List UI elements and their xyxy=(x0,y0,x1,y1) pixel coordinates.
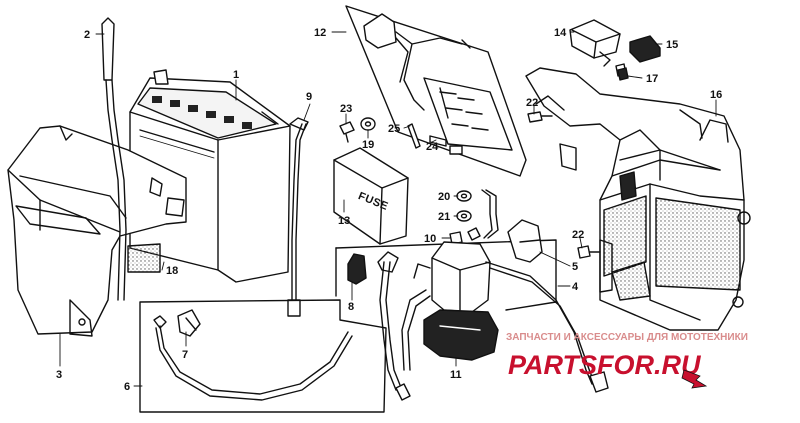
callout-pad: 18 xyxy=(166,265,178,277)
callout-terminal-boot: 8 xyxy=(348,301,354,313)
cable-icon xyxy=(401,261,609,393)
fuse-icon xyxy=(407,123,463,155)
callout-relay-terminal: 10 xyxy=(424,233,436,245)
callout-battery: 1 xyxy=(233,69,239,81)
callout-battery-holder: 3 xyxy=(56,369,62,381)
callout-battery-cable: 6 xyxy=(124,381,130,393)
leader-lines xyxy=(59,31,717,387)
tube-icon xyxy=(101,17,127,301)
watermark-logo: PARTSFOR.RU xyxy=(508,350,702,380)
callouts: 1 2 3 4 5 6 7 8 9 10 11 12 13 14 15 16 1… xyxy=(56,27,722,393)
callout-screw: 23 xyxy=(340,103,352,115)
callout-washer-small: 21 xyxy=(438,211,450,223)
cover-icon xyxy=(507,219,543,263)
callout-clip: 17 xyxy=(646,73,658,85)
nut-icon xyxy=(456,190,472,202)
pad-icon xyxy=(127,243,161,273)
washer-icon xyxy=(360,117,376,131)
washer-icon xyxy=(456,210,472,222)
callout-fuse-box-cover: 13 xyxy=(338,215,350,227)
callout-fuse-box-assembly: 12 xyxy=(314,27,326,39)
callout-bolt-lower: 22 xyxy=(572,229,584,241)
cable-icon xyxy=(287,117,309,317)
callout-starter-relay: 11 xyxy=(450,369,462,381)
bolt-icon xyxy=(339,121,355,143)
callout-terminal-cover: 7 xyxy=(182,349,188,361)
bolt-icon xyxy=(527,111,601,259)
terminal-icon xyxy=(449,227,481,245)
callout-nut: 20 xyxy=(438,191,450,203)
callout-vent-tube: 2 xyxy=(84,29,90,41)
callout-fuse-spare: 25 xyxy=(388,123,400,135)
watermark-caption: ЗАПЧАСТИ И АКСЕССУАРЫ ДЛЯ МОТОТЕХНИКИ xyxy=(506,332,748,343)
callout-negative-cable: 9 xyxy=(306,91,312,103)
cable-icon xyxy=(139,299,387,413)
fuse-box-icon xyxy=(345,5,527,177)
callout-battery-box: 16 xyxy=(710,89,722,101)
cover-icon xyxy=(333,147,409,245)
relay-icon xyxy=(413,241,499,361)
arrow-icon xyxy=(681,369,708,389)
callout-fuse-30a: 24 xyxy=(426,141,439,153)
cover-icon xyxy=(347,251,411,401)
watermark: ЗАПЧАСТИ И АКСЕССУАРЫ ДЛЯ МОТОТЕХНИКИ PA… xyxy=(506,332,748,389)
callout-washer: 19 xyxy=(362,139,374,151)
battery-icon xyxy=(129,69,291,283)
callout-cable-assembly: 4 xyxy=(572,281,579,293)
callout-relay-mount: 15 xyxy=(666,39,678,51)
clip-icon xyxy=(617,67,629,81)
cover-icon xyxy=(177,309,201,337)
callout-bolt-upper: 22 xyxy=(526,97,538,109)
box-icon xyxy=(525,67,751,331)
relay-icon xyxy=(569,19,621,59)
callout-terminal-cover-pair: 5 xyxy=(572,261,578,273)
callout-relay: 14 xyxy=(554,27,567,39)
